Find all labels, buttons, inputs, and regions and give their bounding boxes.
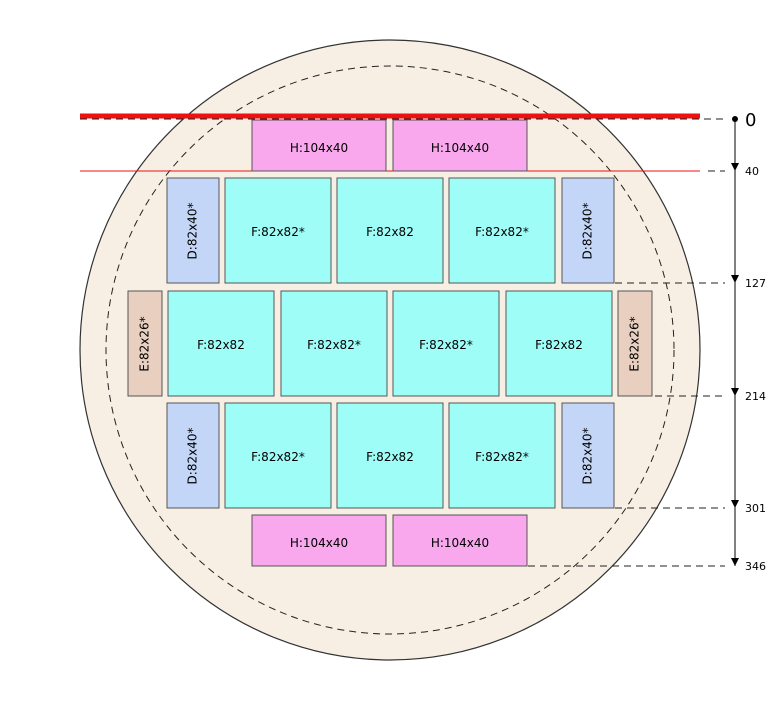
block-d1: D:82x40* (166, 177, 220, 284)
block-f4: F:82x82 (167, 290, 275, 397)
block-f8-label: F:82x82* (251, 450, 305, 464)
blocks-layer: H:104x40 H:104x40 D:82x40* F:82x82* F:82… (127, 119, 653, 567)
block-h4-label: H:104x40 (431, 536, 489, 550)
block-d4: D:82x40* (561, 402, 615, 509)
block-f7-rect (505, 290, 613, 397)
block-f7: F:82x82 (505, 290, 613, 397)
block-d2: D:82x40* (561, 177, 615, 284)
block-e2-rect (617, 290, 653, 397)
block-f8: F:82x82* (224, 402, 332, 509)
block-f1: F:82x82* (224, 177, 332, 284)
scale-tick-214: 214 (745, 390, 766, 403)
block-d3-rect (166, 402, 220, 509)
scale-arrow-40 (731, 163, 739, 171)
scale-arrow-127 (731, 275, 739, 283)
block-e2-label: E:82x26* (628, 316, 642, 371)
block-f9-label: F:82x82 (366, 450, 414, 464)
block-d3: D:82x40* (166, 402, 220, 509)
block-f3-rect (448, 177, 556, 284)
block-h2: H:104x40 (392, 119, 528, 172)
scale-tick-40: 40 (745, 165, 759, 178)
block-e1: E:82x26* (127, 290, 163, 397)
block-f9: F:82x82 (336, 402, 444, 509)
block-f3: F:82x82* (448, 177, 556, 284)
block-d2-label: D:82x40* (581, 203, 595, 260)
scale-arrow-346 (731, 558, 739, 566)
block-h1-rect (251, 119, 387, 172)
block-d4-rect (561, 402, 615, 509)
block-h3: H:104x40 (251, 514, 387, 567)
block-f8-rect (224, 402, 332, 509)
block-f1-rect (224, 177, 332, 284)
block-f6-rect (392, 290, 500, 397)
block-e2: E:82x26* (617, 290, 653, 397)
vertical-scale: 0 40 127 214 301 346 (731, 110, 766, 573)
block-f2-label: F:82x82 (366, 225, 414, 239)
scale-arrow-301 (731, 500, 739, 508)
block-h1-label: H:104x40 (290, 141, 348, 155)
block-f7-label: F:82x82 (535, 338, 583, 352)
block-h4: H:104x40 (392, 514, 528, 567)
scale-tick-0: 0 (745, 110, 756, 131)
block-f10-rect (448, 402, 556, 509)
block-f3-label: F:82x82* (475, 225, 529, 239)
block-h2-label: H:104x40 (431, 141, 489, 155)
block-h3-label: H:104x40 (290, 536, 348, 550)
block-f2: F:82x82 (336, 177, 444, 284)
block-f10-label: F:82x82* (475, 450, 529, 464)
block-f2-rect (336, 177, 444, 284)
block-d1-label: D:82x40* (186, 203, 200, 260)
block-d1-rect (166, 177, 220, 284)
block-f5-rect (280, 290, 388, 397)
block-d3-label: D:82x40* (186, 428, 200, 485)
scale-tick-346: 346 (745, 560, 766, 573)
block-f5: F:82x82* (280, 290, 388, 397)
wafer-inner-boundary (105, 65, 675, 635)
scale-tick-127: 127 (745, 277, 766, 290)
block-f5-label: F:82x82* (307, 338, 361, 352)
scale-origin-dot (732, 116, 738, 122)
block-h2-rect (392, 119, 528, 172)
block-h3-rect (251, 514, 387, 567)
scale-tick-301: 301 (745, 502, 766, 515)
block-f1-label: F:82x82* (251, 225, 305, 239)
scale-arrow-214 (731, 388, 739, 396)
block-f9-rect (336, 402, 444, 509)
block-f6-label: F:82x82* (419, 338, 473, 352)
block-f4-rect (167, 290, 275, 397)
block-f6: F:82x82* (392, 290, 500, 397)
block-e1-label: E:82x26* (138, 316, 152, 371)
block-d4-label: D:82x40* (581, 428, 595, 485)
block-e1-rect (127, 290, 163, 397)
block-h1: H:104x40 (251, 119, 387, 172)
block-h4-rect (392, 514, 528, 567)
block-f4-label: F:82x82 (197, 338, 245, 352)
block-f10: F:82x82* (448, 402, 556, 509)
block-d2-rect (561, 177, 615, 284)
